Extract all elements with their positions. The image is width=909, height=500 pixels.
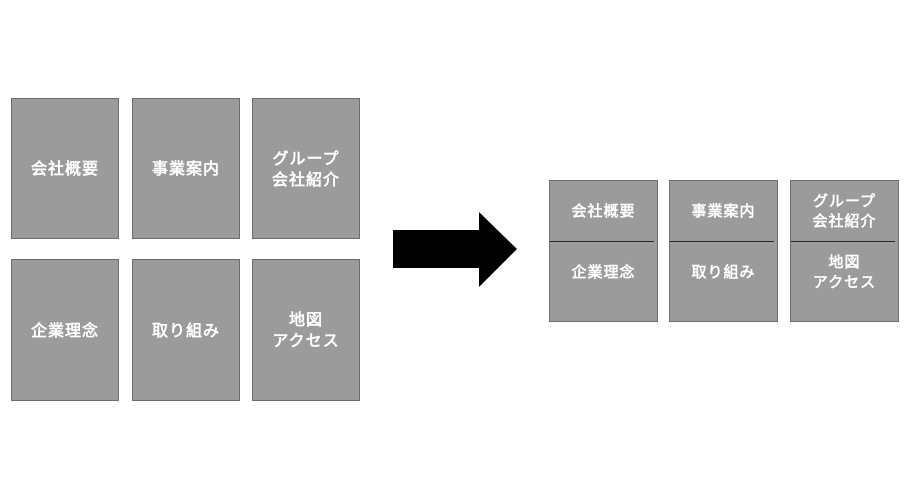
card-divider bbox=[791, 241, 895, 242]
box-corporate-philosophy: 企業理念 bbox=[11, 259, 119, 401]
box-label: グループ 会社紹介 bbox=[271, 148, 340, 189]
box-business-guide: 事業案内 bbox=[132, 98, 240, 239]
card-group-access: グループ 会社紹介 地図 アクセス bbox=[790, 180, 899, 322]
box-initiatives: 取り組み bbox=[132, 259, 240, 401]
box-label: 地図 アクセス bbox=[272, 310, 340, 350]
card-top-label: グループ 会社紹介 bbox=[812, 192, 877, 230]
card-top-label: 事業案内 bbox=[691, 202, 756, 220]
box-label: 取り組み bbox=[151, 320, 220, 340]
box-group-companies: グループ 会社紹介 bbox=[252, 98, 360, 239]
card-bottom-label: 取り組み bbox=[691, 263, 756, 281]
card-top-label: 会社概要 bbox=[571, 202, 636, 220]
card-bottom-label: 企業理念 bbox=[571, 263, 636, 281]
box-company-overview: 会社概要 bbox=[11, 98, 119, 239]
card-divider bbox=[670, 241, 774, 242]
box-label: 事業案内 bbox=[151, 159, 220, 178]
card-overview-philosophy: 会社概要 企業理念 bbox=[549, 180, 658, 322]
card-divider bbox=[550, 241, 654, 242]
box-label: 会社概要 bbox=[30, 159, 99, 178]
right-arrow-icon bbox=[393, 212, 517, 287]
card-business-initiatives: 事業案内 取り組み bbox=[669, 180, 778, 322]
box-map-access: 地図 アクセス bbox=[252, 259, 360, 401]
card-bottom-label: 地図 アクセス bbox=[812, 253, 877, 291]
box-label: 企業理念 bbox=[30, 320, 99, 340]
